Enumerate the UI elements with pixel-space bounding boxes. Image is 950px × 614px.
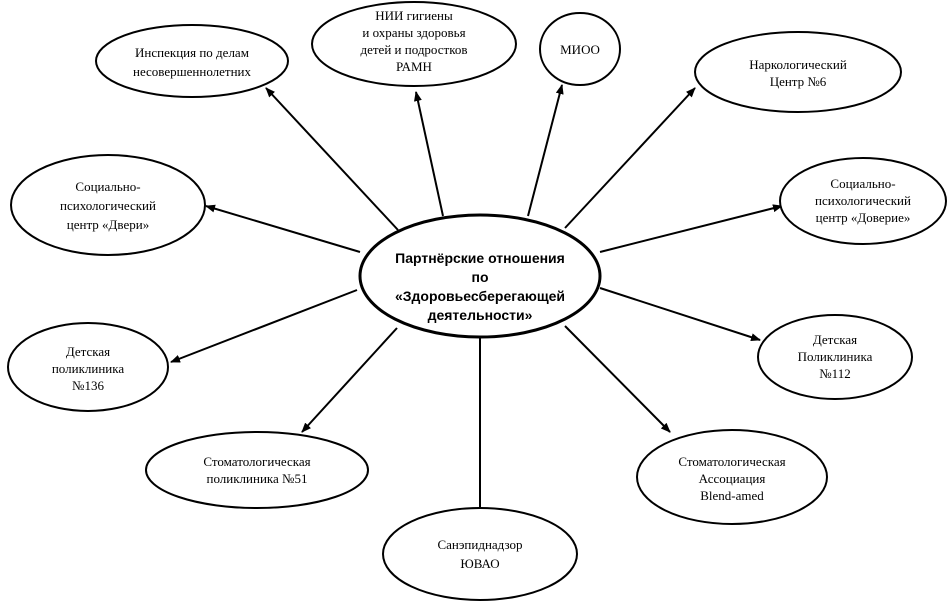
node-doverie-shape bbox=[779, 157, 947, 245]
node-stom51-label-line-1: Стоматологическая bbox=[203, 454, 310, 469]
node-dveri-label-line-2: психологический bbox=[60, 198, 156, 213]
node-doverie-label: Социально-психологический центр «Доверие» bbox=[815, 176, 911, 225]
node-inspection-label-line-2: несовершеннолетних bbox=[133, 64, 252, 79]
node-inspection-label: Инспекция по делам несовершеннолетних bbox=[133, 45, 252, 79]
edge-to-doverie bbox=[599, 204, 783, 253]
edge-to-nii bbox=[414, 91, 444, 217]
node-stom51-label: Стоматологическая поликлиника №51 bbox=[203, 454, 310, 486]
node-poly112-label-line-3: №112 bbox=[819, 366, 850, 381]
center-node: Партнёрские отношения по «Здоровьесберегаю… bbox=[358, 213, 602, 339]
edge-to-mioo bbox=[527, 84, 564, 217]
node-poly136-label: Детская поликлиника №136 bbox=[52, 344, 125, 393]
node-nii-label-line-4: РАМН bbox=[396, 59, 432, 74]
node-nii-label-line-1: НИИ гигиены bbox=[375, 8, 453, 23]
node-poly136-label-line-2: поликлиника bbox=[52, 361, 125, 376]
node-nii-label-line-3: детей и подростков bbox=[360, 42, 467, 57]
node-poly136-label-line-3: №136 bbox=[72, 378, 104, 393]
node-nii-label: НИИ гигиены и охраны здоровья детей и подр… bbox=[360, 8, 467, 74]
center-node-shape bbox=[358, 213, 602, 339]
node-narco-label-line-2: Центр №6 bbox=[770, 74, 827, 89]
node-poly112-shape bbox=[757, 314, 913, 400]
edge-to-narco bbox=[564, 87, 696, 229]
node-blend-shape bbox=[636, 429, 828, 525]
node-blend-label-line-1: Стоматологическая bbox=[678, 454, 785, 469]
node-doverie: Социально-психологический центр «Доверие» bbox=[779, 157, 947, 245]
node-dveri-label-line-3: центр «Двери» bbox=[67, 217, 149, 232]
edges bbox=[170, 84, 783, 521]
node-narco-shape bbox=[694, 31, 902, 113]
node-dveri-shape bbox=[10, 154, 206, 256]
node-poly112-label-line-2: Поликлиника bbox=[798, 349, 873, 364]
node-sanep-shape bbox=[382, 507, 578, 601]
node-nii: НИИ гигиены и охраны здоровья детей и подр… bbox=[311, 1, 517, 87]
node-dveri-label-line-1: Социально- bbox=[75, 179, 140, 194]
node-poly136: Детская поликлиника №136 bbox=[7, 322, 169, 412]
node-poly112-label-line-1: Детская bbox=[813, 332, 857, 347]
node-dveri: Социально-психологический центр «Двери» bbox=[10, 154, 206, 256]
edge-to-stom51 bbox=[301, 327, 398, 433]
center-node-label: Партнёрские отношения по «Здоровьесберегаю… bbox=[395, 250, 565, 323]
node-doverie-label-line-3: центр «Доверие» bbox=[816, 210, 911, 225]
edge-to-poly136 bbox=[170, 289, 358, 363]
center-node-label-line-3: «Здоровьесберегающей bbox=[395, 288, 565, 304]
node-dveri-label: Социально-психологический центр «Двери» bbox=[60, 179, 156, 232]
node-poly136-label-line-1: Детская bbox=[66, 344, 110, 359]
edge-to-dveri bbox=[205, 204, 361, 253]
node-inspection: Инспекция по делам несовершеннолетних bbox=[95, 24, 289, 98]
edge-to-poly112 bbox=[599, 287, 761, 342]
node-nii-shape bbox=[311, 1, 517, 87]
node-mioo: МИОО bbox=[539, 12, 621, 86]
node-inspection-label-line-1: Инспекция по делам bbox=[135, 45, 249, 60]
node-doverie-label-line-2: психологический bbox=[815, 193, 911, 208]
edge-to-blend bbox=[564, 325, 671, 433]
node-stom51: Стоматологическая поликлиника №51 bbox=[145, 431, 369, 509]
node-narco-label-line-1: Наркологический bbox=[749, 57, 847, 72]
node-mioo-shape bbox=[539, 12, 621, 86]
node-blend-label-line-3: Blend-amed bbox=[700, 488, 764, 503]
center-node-label-line-4: деятельности» bbox=[428, 307, 533, 323]
nodes: Инспекция по делам несовершеннолетних НИИ… bbox=[7, 1, 947, 601]
node-mioo-label-line-1: МИОО bbox=[560, 42, 600, 57]
node-inspection-shape bbox=[95, 24, 289, 98]
node-nii-label-line-2: и охраны здоровья bbox=[362, 25, 465, 40]
node-doverie-label-line-1: Социально- bbox=[830, 176, 895, 191]
node-stom51-label-line-2: поликлиника №51 bbox=[207, 471, 308, 486]
edge-to-inspection bbox=[265, 87, 399, 231]
node-sanep-label-line-1: Санэпиднадзор bbox=[437, 537, 522, 552]
center-node-label-line-2: по bbox=[471, 269, 488, 285]
node-stom51-shape bbox=[145, 431, 369, 509]
node-blend-label-line-2: Ассоциация bbox=[699, 471, 766, 486]
center-node-label-line-1: Партнёрские отношения bbox=[395, 250, 565, 266]
node-sanep-label-line-2: ЮВАО bbox=[460, 556, 499, 571]
node-mioo-label: МИОО bbox=[560, 42, 600, 57]
node-poly136-shape bbox=[7, 322, 169, 412]
